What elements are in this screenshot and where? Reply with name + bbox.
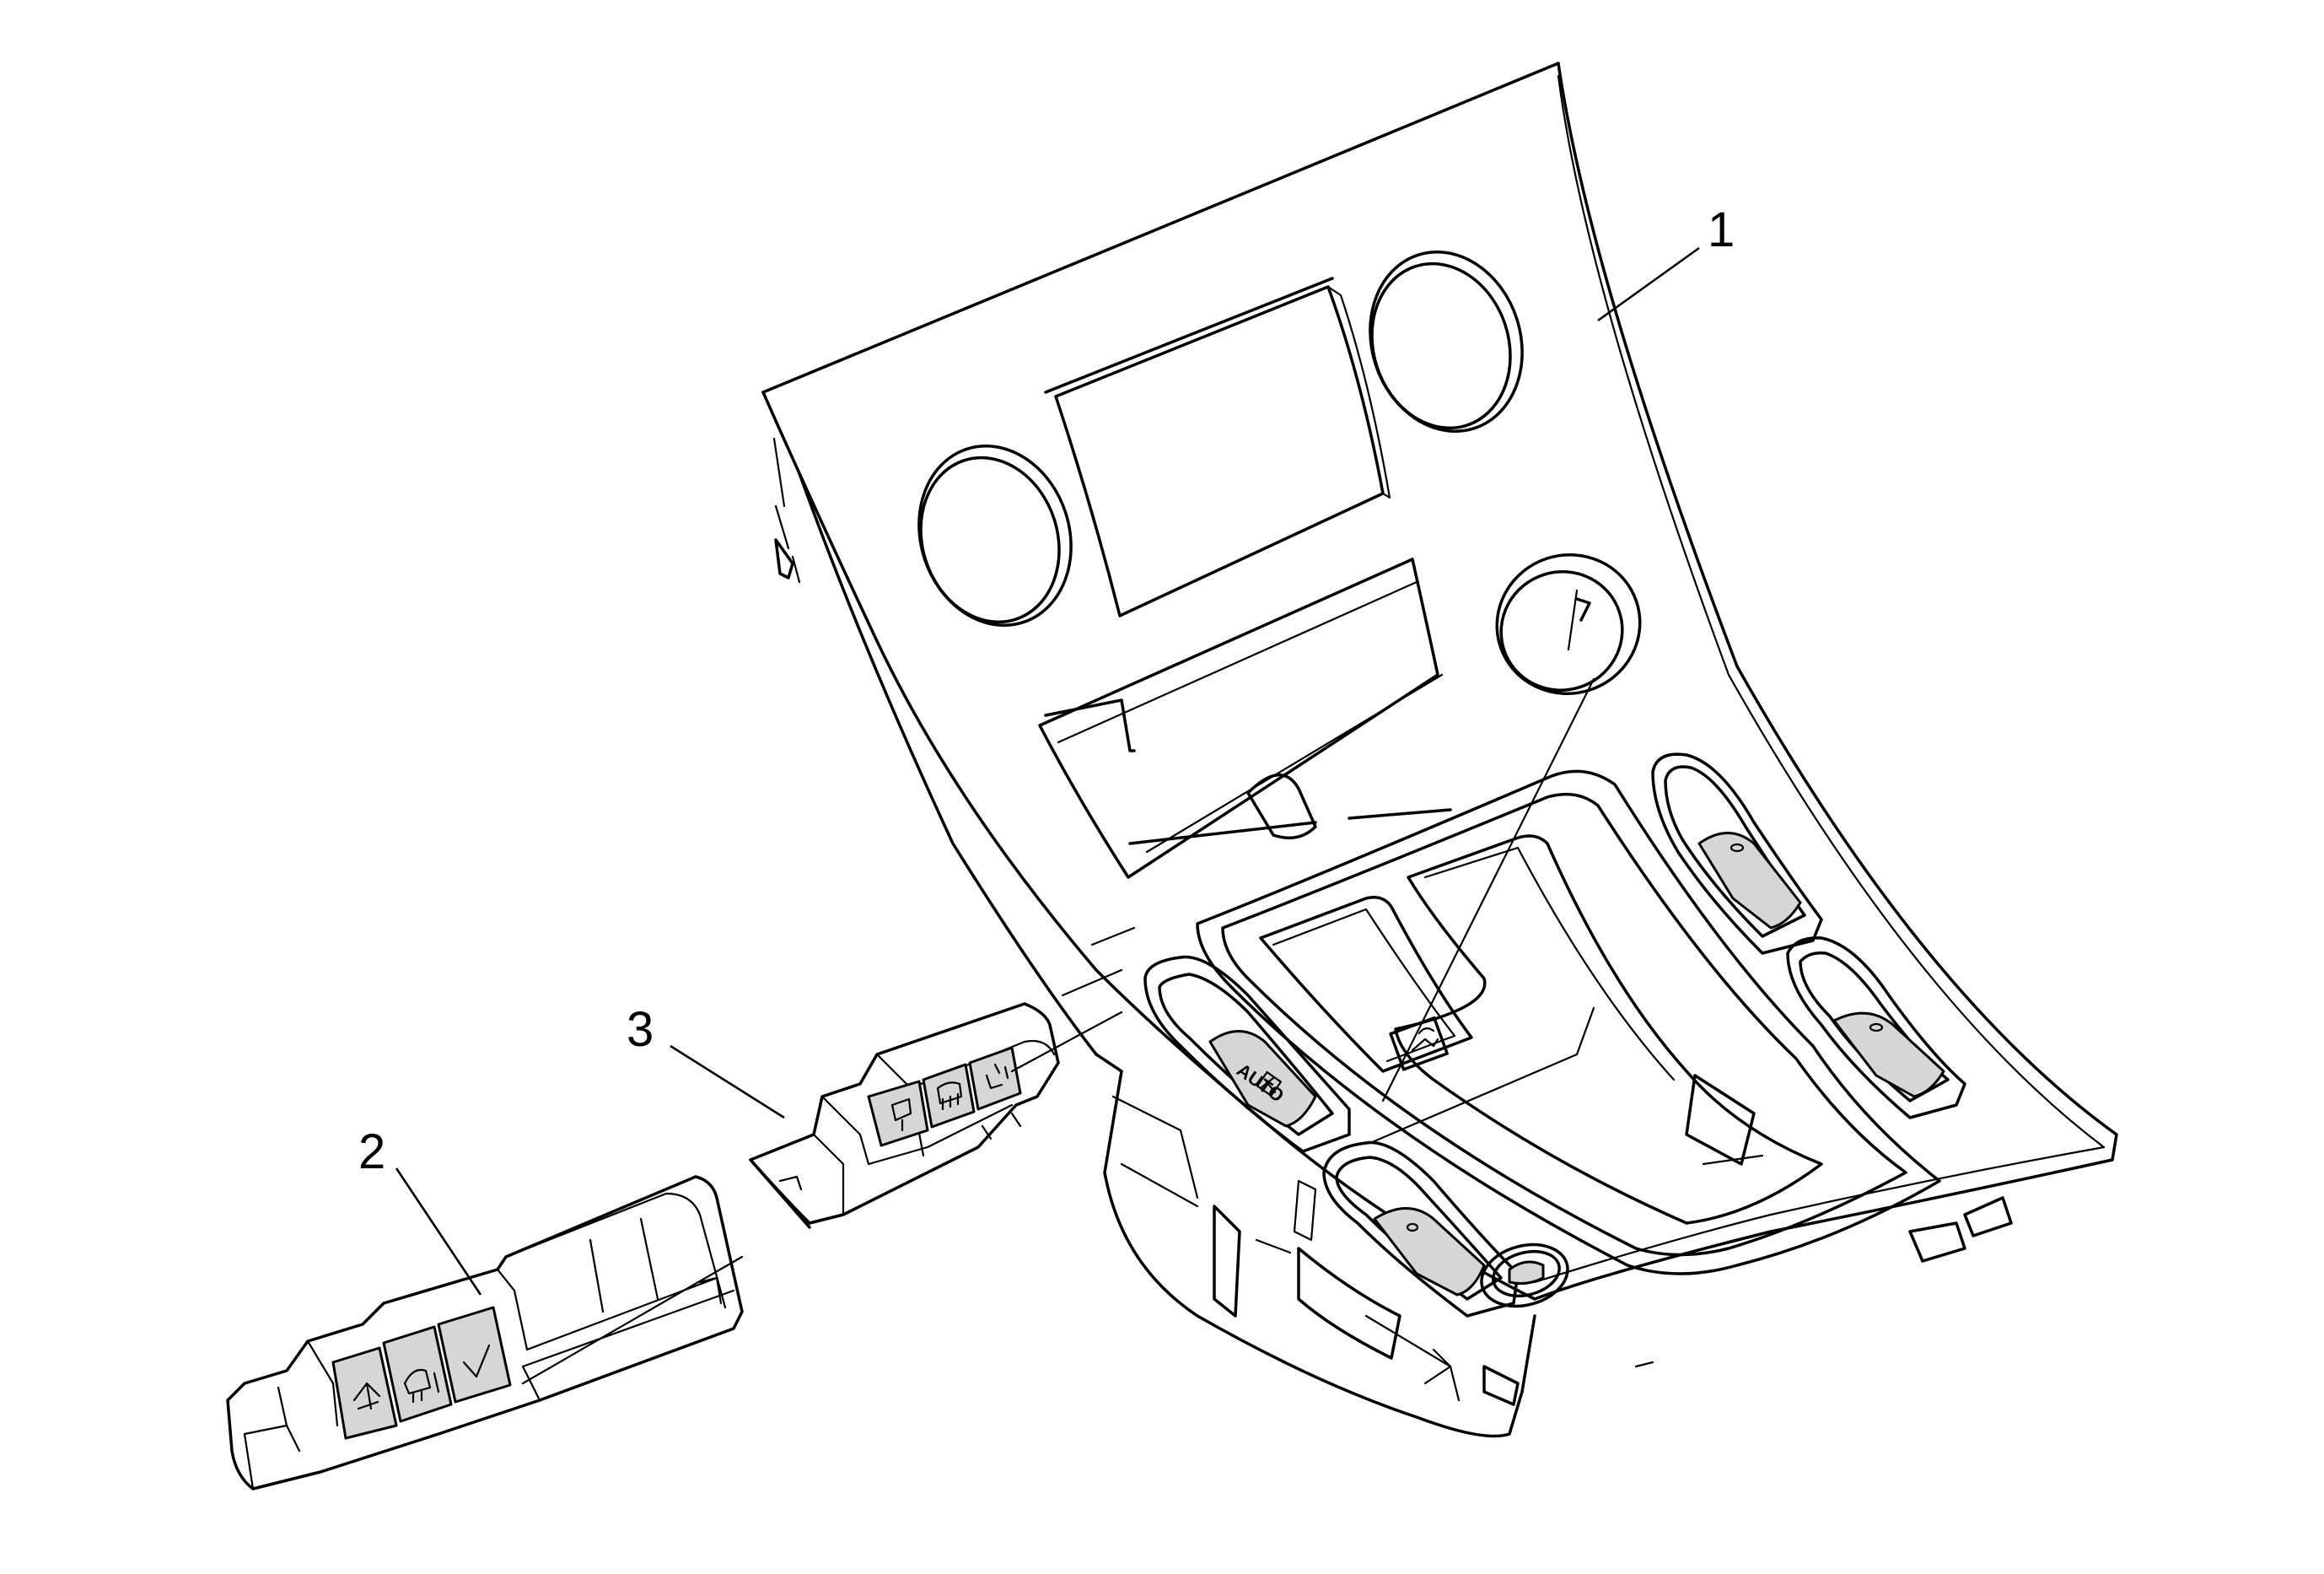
callout-3: 3 [627, 1002, 654, 1057]
plate-left-buttons: AUTO [1143, 955, 1569, 1318]
guide-line-d [1010, 1011, 1123, 1073]
switch-assembly-3 [749, 1002, 1060, 1229]
climate-icon [1256, 1070, 1283, 1097]
callout-2: 2 [358, 1124, 385, 1179]
console-trim-plate: AUTO [761, 62, 2118, 1438]
trunk-release-icon [1411, 1027, 1439, 1052]
climate-icon [403, 1368, 440, 1404]
round-switch [1480, 1242, 1569, 1308]
plate-right-buttons [1651, 752, 1966, 1119]
callout-1: 1 [1708, 202, 1735, 257]
leader-lines [395, 246, 1700, 1385]
shifter-bezel [1196, 769, 1941, 1275]
display-screen-opening [1044, 277, 1391, 617]
guide-line-e [521, 1255, 744, 1385]
guide-line-a [1369, 1006, 1595, 1145]
leader-line-1 [1597, 246, 1700, 322]
control-knob [1495, 553, 1642, 696]
guide-line-c [1061, 926, 1136, 997]
radio-opening [1038, 558, 1452, 879]
windshield-wiper-icon [890, 1097, 912, 1132]
left-vent [917, 444, 1073, 628]
console-underside [1095, 1053, 2013, 1438]
heated-seat-icon [985, 1063, 1009, 1090]
leader-line-3 [670, 1044, 785, 1119]
check-icon [462, 1344, 491, 1378]
guide-line-b [1381, 677, 1595, 1102]
rear-defog-icon [936, 1081, 963, 1111]
passenger-airbag-icon [352, 1382, 381, 1410]
leader-line-2 [395, 1167, 482, 1296]
switch-assembly-2 [226, 1175, 744, 1490]
right-vent [1369, 250, 1524, 434]
